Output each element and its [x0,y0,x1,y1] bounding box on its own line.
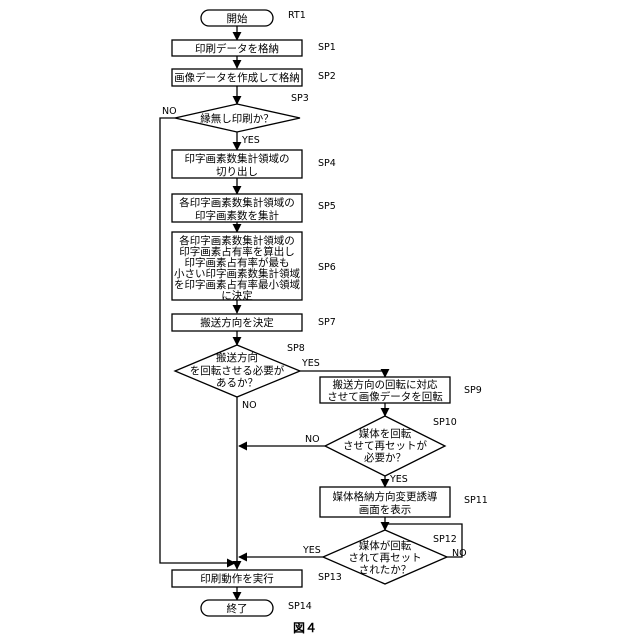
node-sp8-decision: 搬送方向 を回転させる必要が あるか？ SP8 YES NO [175,343,320,411]
sp4-line2: 切り出し [216,165,258,178]
sp12-line1: 媒体が回転 [359,539,412,552]
sp11-line2: 画面を表示 [359,503,412,516]
sp13-label: 印刷動作を実行 [200,572,274,585]
node-sp7: 搬送方向を決定 SP7 [172,314,336,331]
sp3-no-label: NO [162,106,177,117]
sp5-line2: 印字画素数を集計 [195,209,279,222]
sp12-no-label: NO [452,548,467,559]
sp11-tag: SP11 [464,495,488,506]
node-sp14-end: 終了 SP14 [201,600,312,616]
sp12-line3: されたか？ [359,564,412,576]
sp10-no-label: NO [305,434,320,445]
sp1-tag: SP1 [318,42,336,53]
sp10-yes-label: YES [389,474,408,485]
sp3-tag: SP3 [291,93,309,104]
sp6-tag: SP6 [318,262,336,273]
sp12-line2: されて再セット [348,552,421,564]
sp8-yes-label: YES [301,358,320,369]
sp3-label: 縁無し印刷か？ [200,112,274,125]
sp2-tag: SP2 [318,71,336,82]
sp3-yes-label: YES [241,135,260,146]
node-sp10-decision: 媒体を回転 させて再セットが 必要か？ SP10 NO YES [305,416,457,485]
node-sp13: 印刷動作を実行 SP13 [172,570,342,587]
sp4-tag: SP4 [318,158,336,169]
sp8-tag: SP8 [287,343,305,354]
sp5-tag: SP5 [318,201,336,212]
node-sp5: 各印字画素数集計領域の 印字画素数を集計 SP5 [172,194,336,222]
sp11-line1: 媒体格納方向変更誘導 [333,490,438,503]
rt1-tag: RT1 [288,10,306,21]
sp10-tag: SP10 [433,417,457,428]
sp13-tag: SP13 [318,572,342,583]
figure-caption: 図４ [293,621,317,635]
sp7-tag: SP7 [318,317,336,328]
sp14-label: 終了 [227,602,248,615]
node-sp6: 各印字画素数集計領域の 印字画素占有率を算出し 印字画素占有率が最も 小さい印字… [172,232,336,302]
sp14-tag: SP14 [288,601,312,612]
sp9-line1: 搬送方向の回転に対応 [333,378,438,391]
node-rt1-start: 開始 RT1 [201,10,306,26]
sp5-line1: 各印字画素数集計領域の [179,196,295,209]
sp12-yes-label: YES [302,545,321,556]
node-sp3-decision: 縁無し印刷か？ SP3 NO YES [162,93,309,146]
sp9-tag: SP9 [464,385,482,396]
sp12-tag: SP12 [433,534,457,545]
sp8-no-label: NO [242,400,257,411]
sp10-line2: させて再セットが [343,439,427,452]
sp10-line1: 媒体を回転 [359,427,412,440]
sp8-line1: 搬送方向 [216,351,258,364]
node-sp11: 媒体格納方向変更誘導 画面を表示 SP11 [320,487,488,517]
sp8-line2: を回転させる必要が [190,364,285,377]
sp10-line3: 必要か？ [364,451,406,464]
sp7-label: 搬送方向を決定 [200,316,274,329]
rt1-label: 開始 [227,12,248,25]
node-sp9: 搬送方向の回転に対応 させて画像データを回転 SP9 [320,377,482,403]
sp2-label: 画像データを作成して格納 [174,71,300,84]
node-sp1: 印刷データを格納 SP1 [172,40,336,56]
node-sp4: 印字画素数集計領域の 切り出し SP4 [172,150,336,178]
sp1-label: 印刷データを格納 [195,42,279,55]
sp9-line2: させて画像データを回転 [327,390,443,403]
sp4-line1: 印字画素数集計領域の [185,152,290,165]
sp8-line3: あるか？ [216,377,258,389]
sp6-line6: に決定 [221,289,253,302]
node-sp2: 画像データを作成して格納 SP2 [172,69,336,86]
